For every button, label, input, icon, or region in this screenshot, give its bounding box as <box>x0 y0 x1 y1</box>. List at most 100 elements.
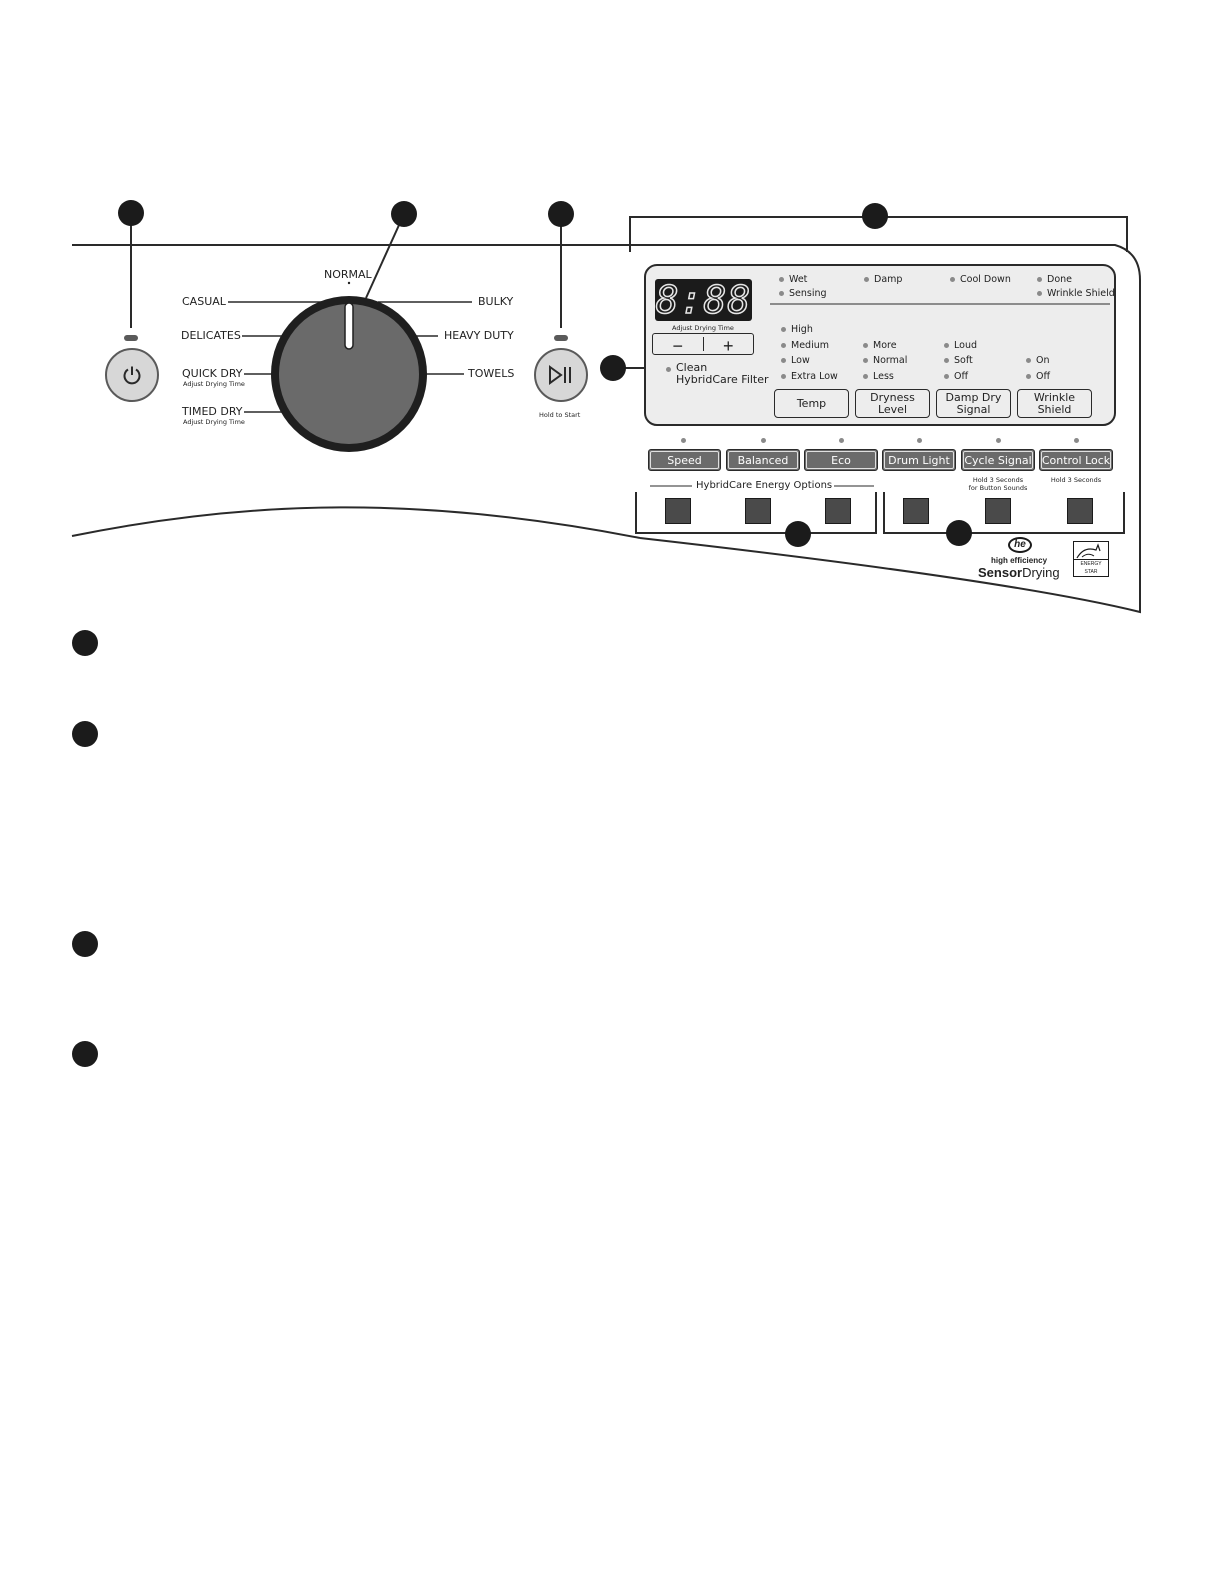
cycle-signal-note: Hold 3 Seconds for Button Sounds <box>966 476 1030 492</box>
time-adjust-control: − + <box>652 333 754 356</box>
hold-to-start-label: Hold to Start <box>539 411 581 419</box>
power-button[interactable] <box>105 348 159 402</box>
speed-light <box>681 438 686 443</box>
balanced-button[interactable]: Balanced <box>726 449 800 471</box>
sensor-drying-logo: SensorDrying <box>978 565 1060 580</box>
cycle-signal-note-line1: Hold 3 Seconds <box>972 476 1024 484</box>
status-wrinkle-shield: Wrinkle Shield <box>1037 288 1115 299</box>
energy-star-logo: ENERGY STAR <box>1073 541 1109 577</box>
cycle-knob[interactable] <box>271 296 427 452</box>
wrinkle-shield-button[interactable]: Wrinkle Shield <box>1017 389 1092 418</box>
start-pause-button[interactable] <box>534 348 588 402</box>
clean-filter-line2: HybridCare Filter <box>676 373 769 386</box>
control-lock-note: Hold 3 Seconds <box>1050 476 1102 484</box>
callout-energy-options <box>785 521 811 547</box>
temp-button[interactable]: Temp <box>774 389 849 418</box>
control-lock-button[interactable]: Control Lock <box>1039 449 1113 471</box>
he-logo: he <box>1008 537 1032 553</box>
adjust-drying-time-label: Adjust Drying Time <box>672 324 734 332</box>
status-cool-down: Cool Down <box>950 274 1011 285</box>
wrinkle-button-line2: Shield <box>1037 402 1072 416</box>
cycle-signal-note-line2: for Button Sounds <box>968 484 1028 492</box>
callout-control-panel <box>862 203 888 229</box>
speed-key[interactable] <box>665 498 691 524</box>
cycle-signal-button[interactable]: Cycle Signal <box>961 449 1035 471</box>
temp-button-label: Temp <box>796 396 827 410</box>
dryness-level-normal: Normal <box>863 355 907 366</box>
drying-text: Drying <box>1022 565 1060 580</box>
damp-button-line2: Signal <box>956 402 991 416</box>
speed-button[interactable]: Speed <box>648 449 721 471</box>
callout-extra-options <box>946 520 972 546</box>
power-indicator <box>124 335 138 341</box>
cycle-casual[interactable]: CASUAL <box>182 295 226 308</box>
high-efficiency-label: high efficiency <box>991 556 1048 565</box>
dryness-button-line1: Dryness <box>870 390 915 404</box>
eco-key[interactable] <box>825 498 851 524</box>
clean-filter-light <box>666 367 671 372</box>
eco-light <box>839 438 844 443</box>
time-display: 8:88 <box>655 278 752 322</box>
status-damp: Damp <box>864 274 902 285</box>
drum-light-button[interactable]: Drum Light <box>882 449 956 471</box>
damp-button-line1: Damp Dry <box>945 390 1002 404</box>
dryness-level-more: More <box>863 340 897 351</box>
energy-star-icon <box>1076 543 1101 559</box>
signal-level-soft: Soft <box>944 355 973 366</box>
callout-clean-filter <box>600 355 626 381</box>
status-wet: Wet <box>779 274 807 285</box>
cycle-normal[interactable]: NORMAL <box>324 268 372 281</box>
drum-light-key[interactable] <box>903 498 929 524</box>
signal-level-off: Off <box>944 371 968 382</box>
start-indicator <box>554 335 568 341</box>
cycle-signal-light <box>996 438 1001 443</box>
cycle-heavy-duty[interactable]: HEAVY DUTY <box>444 329 514 342</box>
cycle-quick-dry[interactable]: QUICK DRY <box>182 367 243 380</box>
power-icon <box>123 366 141 385</box>
callout-cycle-knob <box>391 201 417 227</box>
temp-level-extra-low: Extra Low <box>781 371 838 382</box>
cycle-timed-dry[interactable]: TIMED DRY <box>182 405 243 418</box>
timed-dry-sublabel: Adjust Drying Time <box>183 418 245 426</box>
callout-power <box>118 200 144 226</box>
cycle-signal-key[interactable] <box>985 498 1011 524</box>
callout-section-1 <box>72 630 98 656</box>
dryness-button-line2: Level <box>877 402 908 416</box>
control-lock-light <box>1074 438 1079 443</box>
callout-section-4 <box>72 1041 98 1067</box>
wrinkle-button-line1: Wrinkle <box>1033 390 1076 404</box>
temp-level-high: High <box>781 324 813 335</box>
clean-filter-label: Clean HybridCare Filter <box>676 362 769 386</box>
time-increase-button[interactable]: + <box>722 336 734 356</box>
status-sensing: Sensing <box>779 288 827 299</box>
clean-filter-line1: Clean <box>676 361 708 374</box>
temp-level-low: Low <box>781 355 810 366</box>
sensor-text: Sensor <box>978 565 1023 580</box>
control-lock-key[interactable] <box>1067 498 1093 524</box>
drum-light-light <box>917 438 922 443</box>
dryness-level-button[interactable]: Dryness Level <box>855 389 930 418</box>
time-digits: 8:88 <box>655 278 752 322</box>
callout-start <box>548 201 574 227</box>
temp-level-medium: Medium <box>781 340 829 351</box>
callout-section-2 <box>72 721 98 747</box>
eco-button[interactable]: Eco <box>804 449 878 471</box>
quick-dry-sublabel: Adjust Drying Time <box>183 380 245 388</box>
status-done: Done <box>1037 274 1072 285</box>
play-pause-icon <box>549 365 571 385</box>
balanced-key[interactable] <box>745 498 771 524</box>
cycle-bulky[interactable]: BULKY <box>478 295 514 308</box>
callout-section-3 <box>72 931 98 957</box>
wrinkle-level-on: On <box>1026 355 1050 366</box>
energy-star-text: ENERGY STAR <box>1074 559 1108 576</box>
signal-level-loud: Loud <box>944 340 977 351</box>
wrinkle-level-off: Off <box>1026 371 1050 382</box>
hybridcare-energy-label: HybridCare Energy Options <box>696 480 833 491</box>
damp-dry-signal-button[interactable]: Damp Dry Signal <box>936 389 1011 418</box>
cycle-towels[interactable]: TOWELS <box>468 367 515 380</box>
cycle-delicates[interactable]: DELICATES <box>181 329 241 342</box>
dryness-level-less: Less <box>863 371 894 382</box>
time-decrease-button[interactable]: − <box>653 337 704 356</box>
he-mark-text: he <box>1014 539 1026 550</box>
